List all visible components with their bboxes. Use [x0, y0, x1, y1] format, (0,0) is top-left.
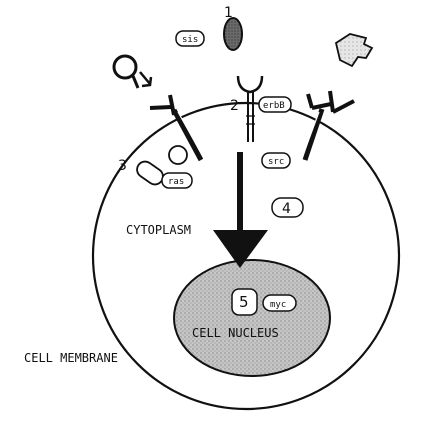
src-label-box	[261, 152, 291, 169]
sis-label: sis	[182, 35, 198, 45]
label-number-1: 1	[224, 5, 233, 21]
cell-membrane-label: CELL MEMBRANE	[24, 351, 118, 365]
label-number-3: 3	[118, 158, 127, 174]
left-receptor	[149, 94, 205, 162]
erbb-label: erbB	[263, 101, 285, 111]
ras-label-box	[161, 172, 193, 189]
src-label: src	[268, 157, 284, 167]
label-number-4: 4	[282, 201, 291, 217]
ligand-lens-shape	[112, 54, 153, 89]
erbb-receptor	[236, 75, 264, 142]
cytoplasm-label: CYTOPLASM	[126, 223, 191, 237]
myc-label: myc	[270, 300, 286, 310]
myc-label-box	[262, 294, 297, 312]
ras-label: ras	[168, 177, 184, 187]
signal-arrow	[213, 152, 268, 268]
right-receptor	[301, 90, 355, 161]
label-5-box	[231, 288, 258, 316]
cell-nucleus-label: CELL NUCLEUS	[192, 326, 279, 340]
ras-protein-shapes	[136, 145, 188, 186]
cell-membrane-circle	[91, 101, 401, 411]
sis-growth-factor-shape	[223, 17, 243, 51]
label-4-box	[271, 197, 304, 218]
sis-label-box	[175, 30, 205, 47]
cell-nucleus-shape	[173, 259, 331, 377]
label-number-2: 2	[230, 98, 239, 114]
label-number-5: 5	[239, 293, 249, 311]
ligand-shape	[334, 33, 374, 68]
erbb-label-box	[258, 96, 292, 113]
